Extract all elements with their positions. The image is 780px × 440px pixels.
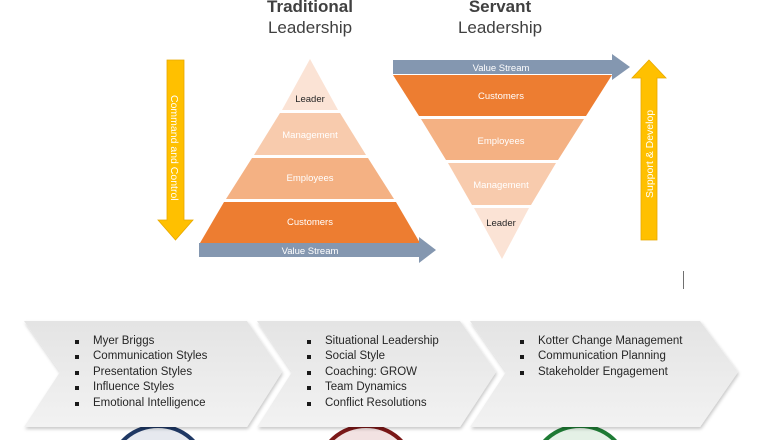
list-item: Stakeholder Engagement <box>518 365 682 380</box>
text-cursor <box>683 271 684 289</box>
servant-title-sub: Leadership <box>457 18 543 37</box>
command-and-control-label: Command and Control <box>168 95 180 201</box>
traditional-value-stream-arrow: Value Stream <box>199 237 436 263</box>
circle-3 <box>542 424 618 440</box>
list-item: Social Style <box>305 349 439 364</box>
pyramid-layer-customers <box>200 202 420 243</box>
circle-2 <box>328 424 404 440</box>
svg-text:Customers: Customers <box>478 91 524 102</box>
chevron-1 <box>24 321 282 427</box>
servant-title: Servant Leadership <box>430 0 570 38</box>
svg-text:Customers: Customers <box>287 217 333 228</box>
list-item: Conflict Resolutions <box>305 396 439 411</box>
servant-pyramid: Customers Employees Management Leader <box>393 75 612 259</box>
traditional-pyramid: Leader Management Employees Customers <box>200 59 420 243</box>
circle-1 <box>120 424 196 440</box>
inverted-layer-management <box>448 163 556 205</box>
svg-text:Employees: Employees <box>478 136 525 147</box>
svg-text:Management: Management <box>473 180 529 191</box>
list-item: Kotter Change Management <box>518 334 682 349</box>
list-item: Team Dynamics <box>305 380 439 395</box>
support-and-develop-label: Support & Develop <box>644 110 656 198</box>
bottom-circles <box>120 424 618 440</box>
svg-text:Value Stream: Value Stream <box>282 246 339 257</box>
chevron-1-list: Myer Briggs Communication Styles Present… <box>73 334 207 411</box>
list-item: Communication Planning <box>518 349 682 364</box>
chevron-3 <box>470 321 738 427</box>
svg-text:Value Stream: Value Stream <box>473 63 530 74</box>
traditional-title-sub: Leadership <box>267 18 353 37</box>
servant-value-stream-arrow: Value Stream <box>393 54 630 80</box>
list-item: Coaching: GROW <box>305 365 439 380</box>
inverted-layer-employees <box>421 119 584 160</box>
pyramid-layer-management <box>254 113 366 155</box>
chevron-2 <box>257 321 496 427</box>
svg-text:Management: Management <box>282 130 338 141</box>
list-item: Communication Styles <box>73 349 207 364</box>
inverted-layer-leader <box>474 208 529 259</box>
svg-text:Leader: Leader <box>295 94 325 105</box>
chevron-3-list: Kotter Change Management Communication P… <box>518 334 682 380</box>
list-item: Influence Styles <box>73 380 207 395</box>
support-and-develop-arrow: Support & Develop <box>631 59 667 241</box>
pyramid-layer-leader <box>282 59 338 110</box>
servant-title-bold: Servant <box>468 0 532 16</box>
list-item: Situational Leadership <box>305 334 439 349</box>
list-item: Presentation Styles <box>73 365 207 380</box>
pyramid-layer-employees <box>226 158 394 199</box>
svg-text:Leader: Leader <box>486 218 516 229</box>
chevron-2-list: Situational Leadership Social Style Coac… <box>305 334 439 411</box>
traditional-title: Traditional Leadership <box>240 0 380 38</box>
list-item: Emotional Intelligence <box>73 396 207 411</box>
traditional-title-bold: Traditional <box>267 0 353 16</box>
inverted-layer-customers <box>393 75 612 116</box>
list-item: Myer Briggs <box>73 334 207 349</box>
command-and-control-arrow: Command and Control <box>157 59 194 241</box>
svg-text:Employees: Employees <box>287 173 334 184</box>
